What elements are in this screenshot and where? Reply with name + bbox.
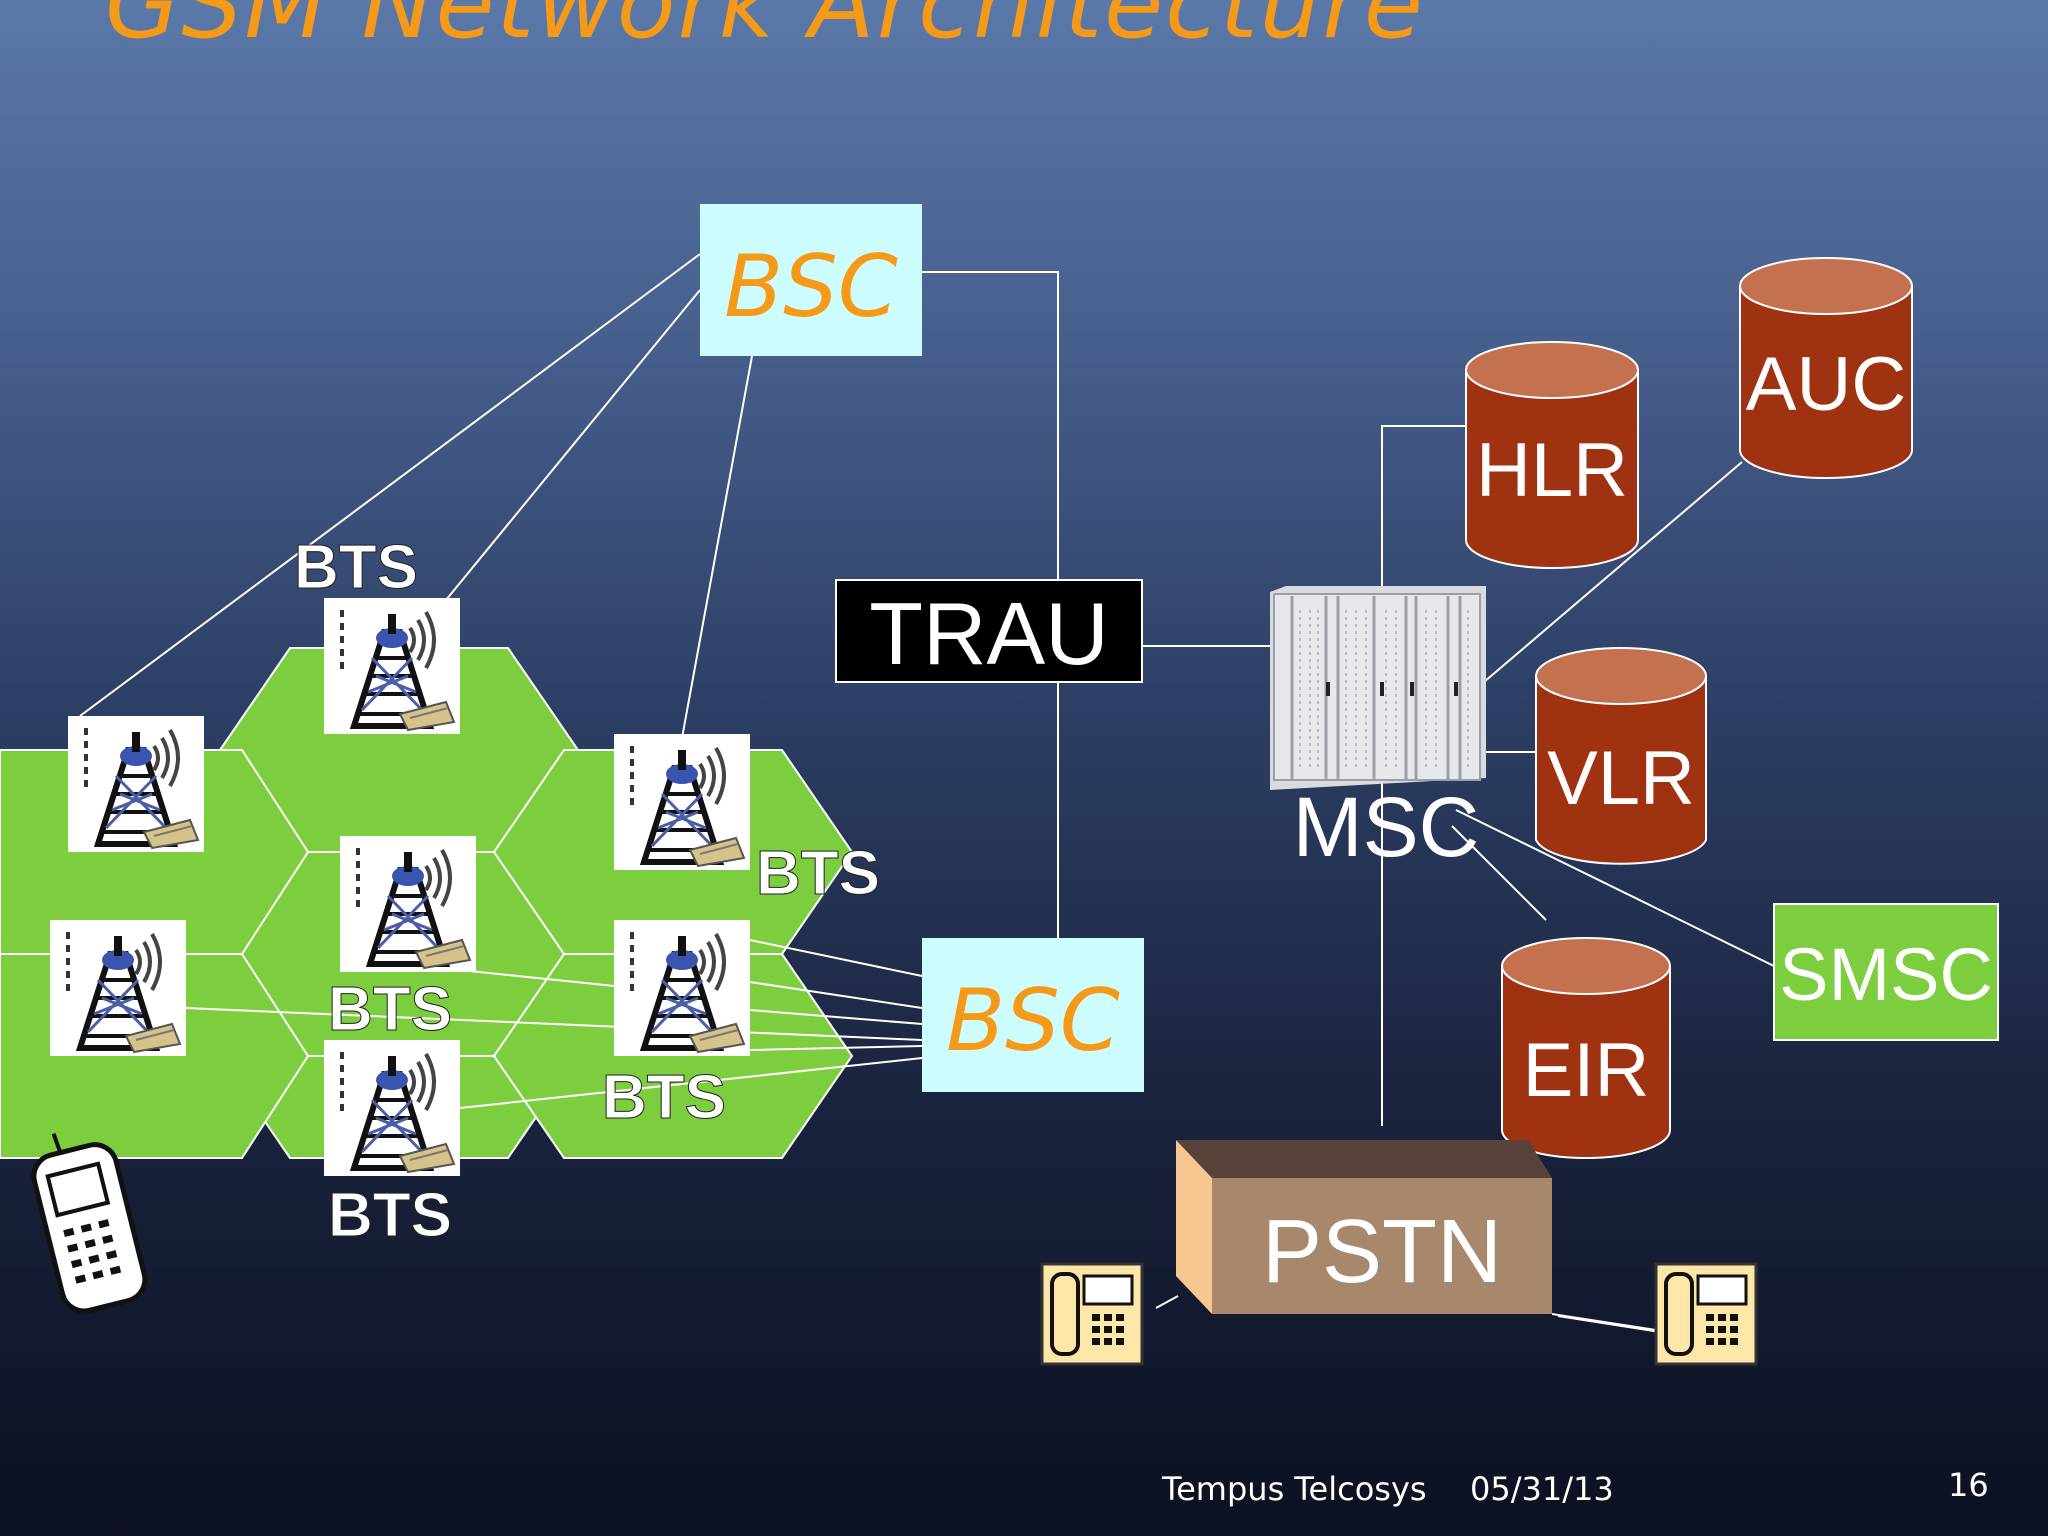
msc-label: MSC [1293,780,1480,874]
footer-date: 05/31/13 [1470,1470,1614,1508]
smsc-label: SMSC [1779,933,1993,1016]
trau-label: TRAU [869,584,1109,683]
bts-tower-icon [614,920,750,1056]
bts-label: BTS [328,1181,452,1250]
slide-title: GSM Network Architecture [105,0,1425,60]
vlr-label: VLR [1547,736,1695,821]
connection-lines [79,253,1779,1333]
smsc-box: SMSC [1773,903,1999,1041]
pstn-label: PSTN [1262,1202,1502,1302]
bsc-bottom: BSC [922,938,1144,1092]
bts-label: BTS [294,533,418,602]
bts-tower-icon [50,920,186,1056]
mobile-phone-icon [31,1133,148,1314]
bts-tower-icon [614,734,750,870]
bsc-top-label: BSC [724,237,898,337]
page-number: 16 [1948,1466,1989,1504]
bts-tower-icon [68,716,204,852]
eir-label: EIR [1523,1028,1650,1113]
msc-server-icon [1270,586,1486,790]
auc-database: AUC [1739,257,1913,479]
eir-database: EIR [1501,937,1671,1159]
bsc-bottom-label: BSC [946,971,1120,1071]
bts-label: BTS [602,1063,726,1132]
bsc-top: BSC [700,204,922,356]
telephone-icon [1040,1262,1144,1366]
vlr-database: VLR [1535,647,1707,865]
footer-organization: Tempus Telcosys [1162,1470,1427,1508]
pstn-box: PSTN [1176,1140,1552,1314]
auc-label: AUC [1746,342,1906,427]
bts-label: BTS [756,839,880,908]
telephone-icon [1654,1262,1758,1366]
hlr-label: HLR [1476,428,1628,513]
trau-box: TRAU [835,579,1143,683]
bts-tower-icon [340,836,476,972]
hlr-database: HLR [1465,341,1639,569]
bts-tower-icon [324,1040,460,1176]
bts-label: BTS [328,975,452,1044]
bts-tower-icon [324,598,460,734]
